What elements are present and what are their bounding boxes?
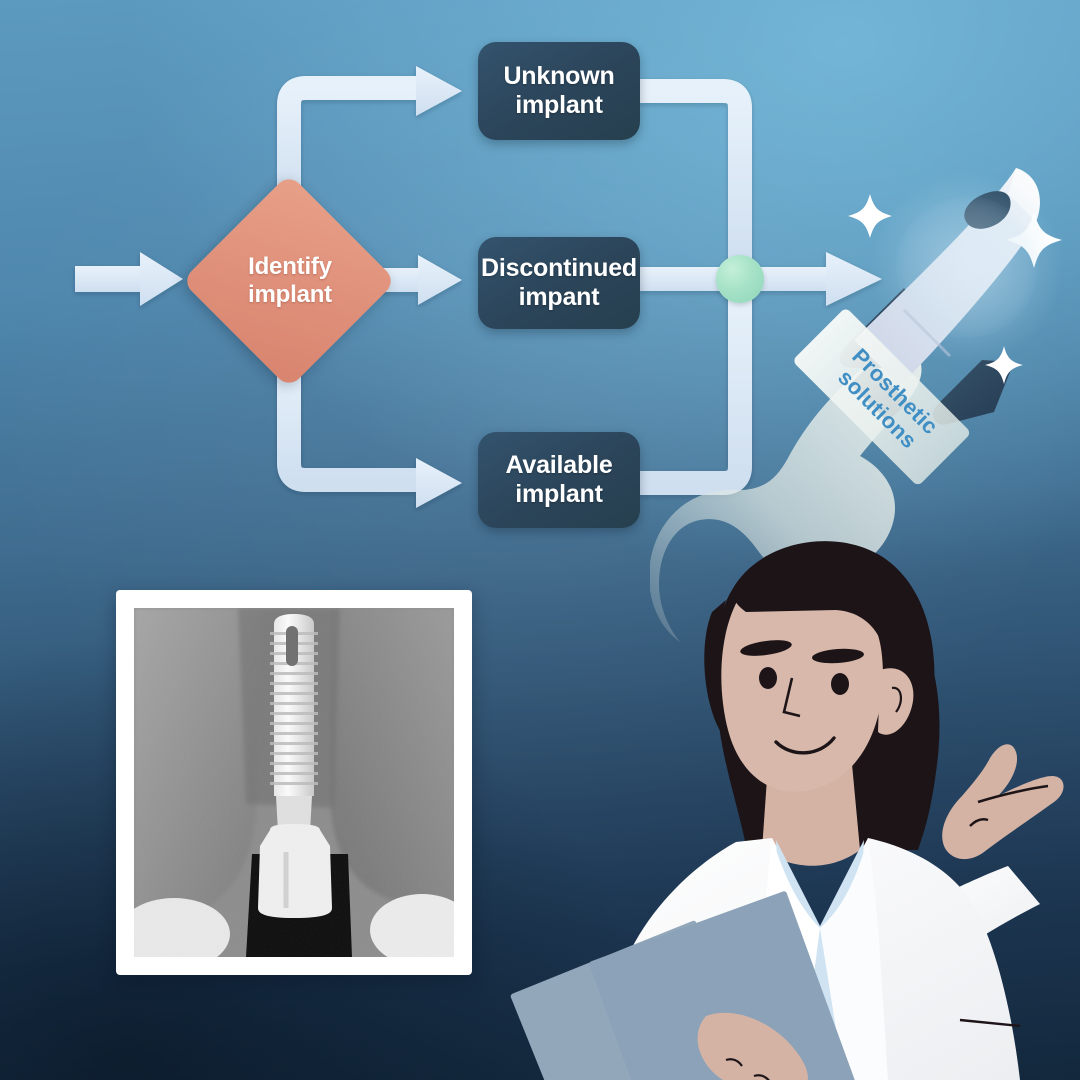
rocket-nose-highlight: [1008, 168, 1040, 222]
node-discontinued-line1: Discontinued: [481, 254, 637, 282]
node-discontinued-line2: impant: [518, 283, 600, 311]
flow-node-available-implant[interactable]: Available implant: [478, 432, 640, 528]
decision-label-line1: Identify: [248, 253, 332, 281]
sparkle-icon-left: [848, 194, 892, 238]
xray-radiograph-image: [134, 608, 454, 957]
doctor-holding-hand: [697, 1012, 808, 1080]
flow-node-unknown-implant[interactable]: Unknown implant: [478, 42, 640, 140]
start-arrow-icon: [75, 252, 183, 306]
rocket-illustration: [830, 160, 1080, 440]
decision-diamond-label: Identify implant: [205, 250, 375, 312]
rocket-window-icon: [964, 191, 1011, 229]
xray-photo-frame[interactable]: dental-implant-radiograph: [116, 590, 472, 975]
doctor-nose: [782, 677, 801, 718]
doctor-mouth: [774, 736, 836, 755]
doctor-caption: female-dentist-illustration: [500, 520, 678, 524]
doctor-eyebrows: [740, 640, 864, 664]
node-available-line1: Available: [505, 451, 613, 479]
doctor-eyes: [759, 667, 849, 695]
outcome-arrow-icon: [760, 252, 882, 306]
flow-node-discontinued-implant[interactable]: Discontinued impant: [478, 237, 640, 329]
doctor-face: [721, 576, 883, 792]
prosthetic-solutions-banner: Prosthetic solutions: [748, 263, 1024, 539]
sparkle-icon-right: [1006, 212, 1062, 268]
xray-caption: dental-implant-radiograph: [134, 957, 135, 958]
doctor-ear: [878, 668, 914, 735]
node-available-line2: implant: [515, 480, 603, 508]
dentist-illustration: female-dentist-illustration: [500, 507, 1080, 1080]
doctor-hair-front: [704, 561, 893, 734]
rocket-body-seam: [902, 308, 952, 358]
flowchart: Identify implant Unknown implant Discont…: [75, 42, 882, 528]
rocket-fin-right: [933, 360, 1014, 425]
rocket-glow-outer: [872, 172, 1062, 362]
decision-label-line2: implant: [248, 281, 332, 308]
node-unknown-line2: implant: [515, 91, 603, 119]
merge-junction-node[interactable]: [716, 255, 764, 303]
node-unknown-line1: Unknown: [503, 62, 615, 90]
sparkle-icon-bottom: [985, 346, 1023, 384]
rocket-glow-inner: [896, 196, 1038, 338]
